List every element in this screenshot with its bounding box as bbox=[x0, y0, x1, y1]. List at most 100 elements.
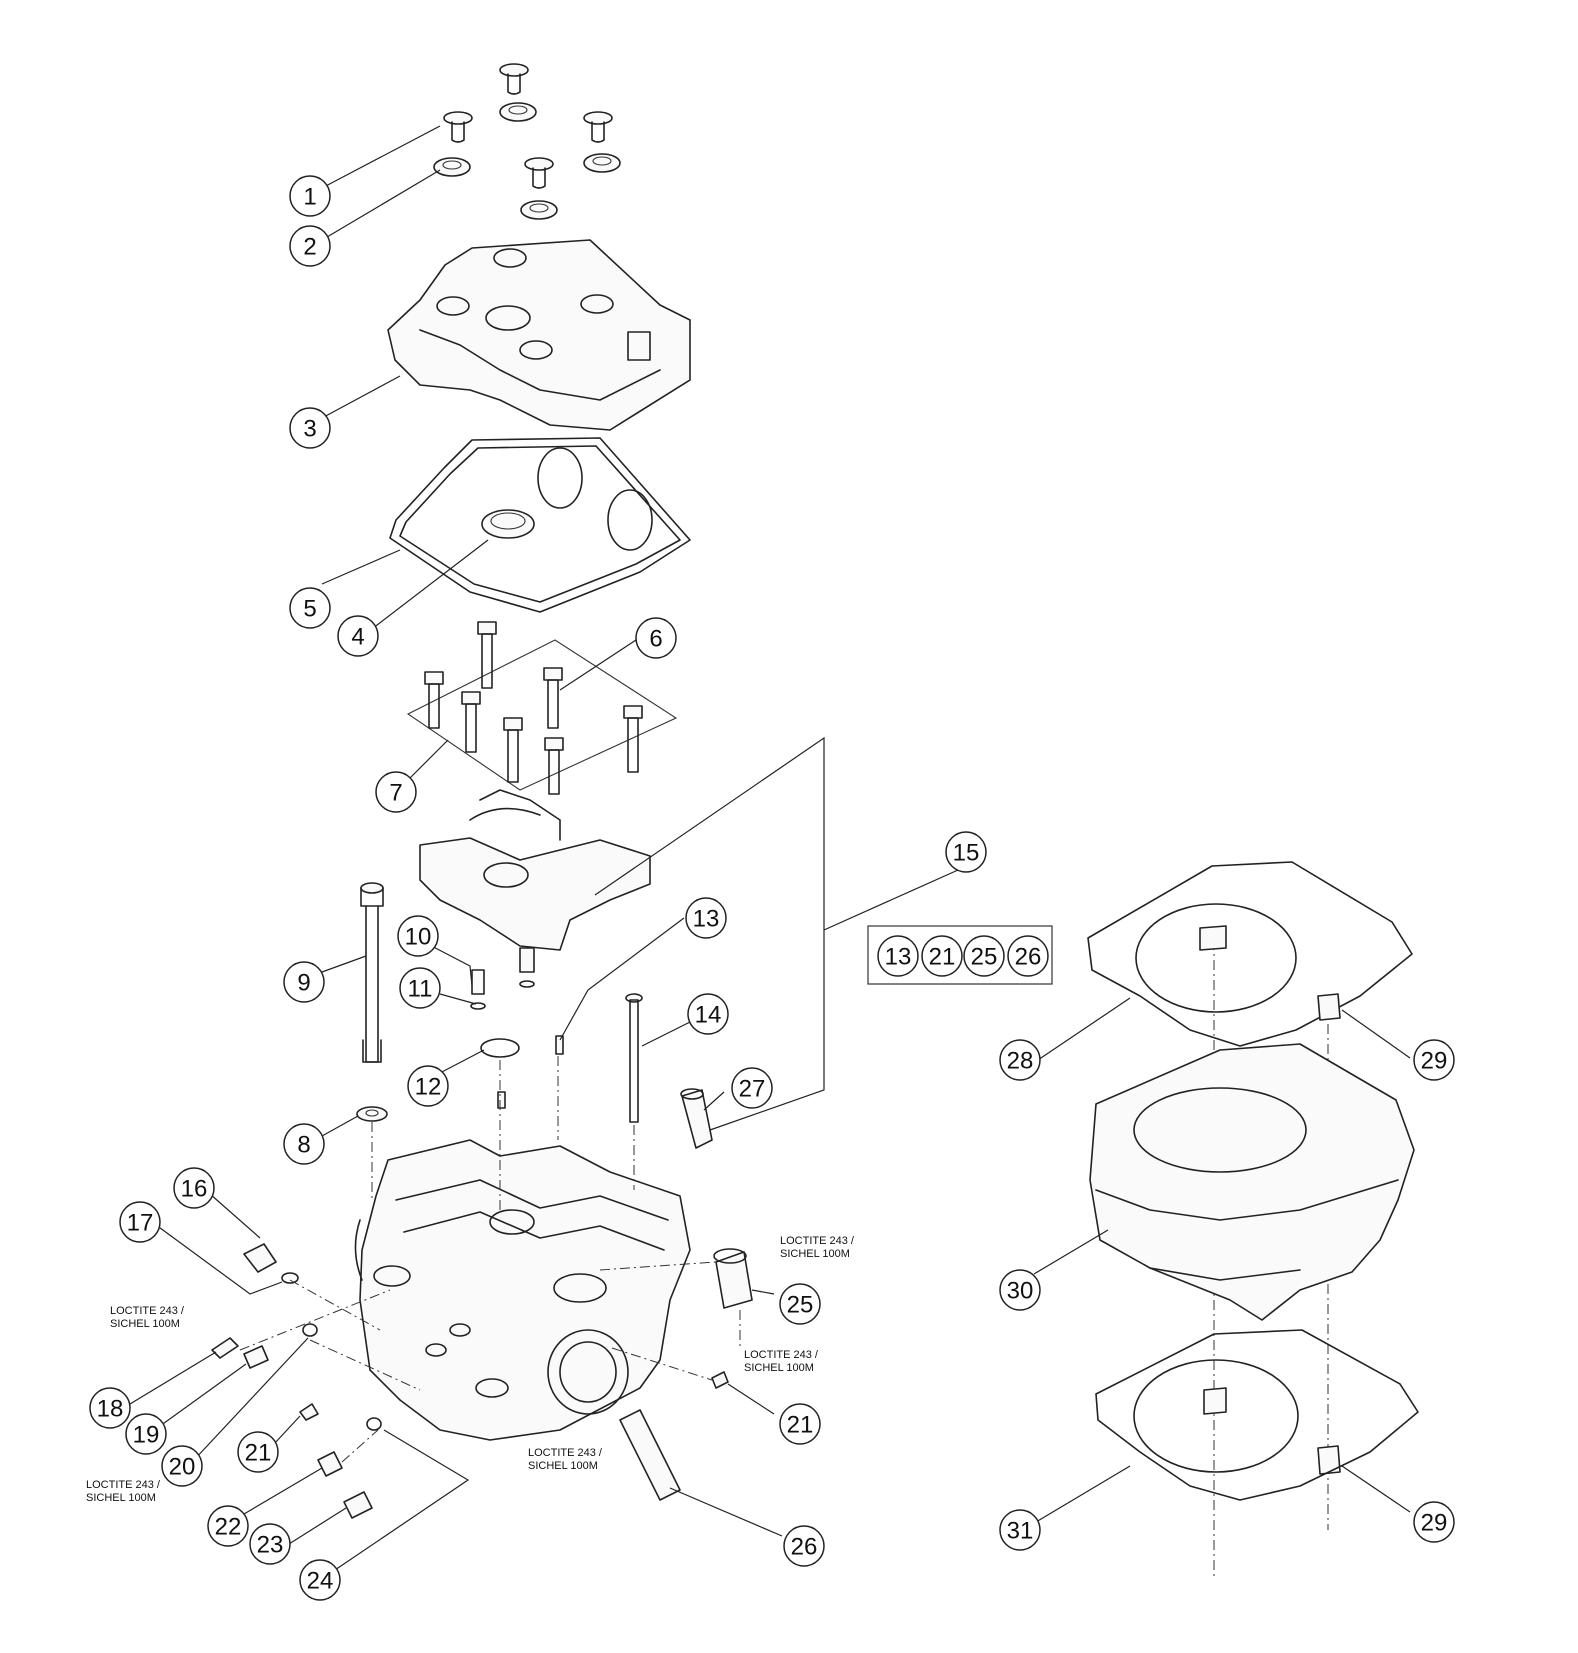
callout-15[interactable]: 15 bbox=[945, 831, 987, 873]
svg-text:LOCTITE 243 /: LOCTITE 243 / bbox=[528, 1447, 603, 1459]
sleeve bbox=[680, 1088, 713, 1149]
valve-cover bbox=[387, 239, 691, 431]
callout-26[interactable]: 26 bbox=[783, 1525, 825, 1567]
kit-item-3[interactable]: 25 bbox=[963, 935, 1005, 977]
svg-text:13: 13 bbox=[885, 944, 912, 971]
screw-washers bbox=[433, 102, 621, 220]
valve-cover-gasket bbox=[389, 437, 691, 613]
callout-4[interactable]: 4 bbox=[337, 615, 379, 657]
svg-text:21: 21 bbox=[787, 1412, 814, 1439]
svg-text:24: 24 bbox=[307, 1568, 334, 1595]
svg-text:27: 27 bbox=[739, 1076, 766, 1103]
callout-29-top[interactable]: 29 bbox=[1413, 1039, 1455, 1081]
callout-24[interactable]: 24 bbox=[299, 1559, 341, 1601]
threadlock-note-right-plug: LOCTITE 243 / SICHEL 100M bbox=[744, 1349, 819, 1374]
callout-16[interactable]: 16 bbox=[173, 1167, 215, 1209]
callout-22[interactable]: 22 bbox=[207, 1505, 249, 1547]
callout-12[interactable]: 12 bbox=[407, 1065, 449, 1107]
callout-30[interactable]: 30 bbox=[999, 1269, 1041, 1311]
threadlock-note-lower-left: LOCTITE 243 / SICHEL 100M bbox=[86, 1479, 161, 1504]
kit-item-2[interactable]: 21 bbox=[921, 935, 963, 977]
svg-text:SICHEL 100M: SICHEL 100M bbox=[86, 1492, 156, 1504]
svg-text:SICHEL 100M: SICHEL 100M bbox=[110, 1318, 180, 1330]
small-bolts bbox=[470, 947, 535, 1010]
callout-7[interactable]: 7 bbox=[375, 771, 417, 813]
callout-17[interactable]: 17 bbox=[119, 1201, 161, 1243]
callout-21-left[interactable]: 21 bbox=[237, 1431, 279, 1473]
leader-lines bbox=[129, 125, 1411, 1573]
callout-23[interactable]: 23 bbox=[249, 1523, 291, 1565]
svg-text:28: 28 bbox=[1007, 1048, 1034, 1075]
svg-text:7: 7 bbox=[389, 780, 402, 807]
callout-29-bottom[interactable]: 29 bbox=[1413, 1501, 1455, 1543]
svg-text:22: 22 bbox=[215, 1514, 242, 1541]
svg-text:11: 11 bbox=[408, 976, 433, 1003]
callout-20[interactable]: 20 bbox=[161, 1445, 203, 1487]
svg-text:17: 17 bbox=[127, 1210, 154, 1237]
cylinder-head bbox=[354, 1139, 691, 1441]
dowel-sleeves bbox=[1203, 993, 1341, 1475]
callout-31[interactable]: 31 bbox=[999, 1509, 1041, 1551]
svg-text:1: 1 bbox=[303, 184, 316, 211]
svg-text:5: 5 bbox=[303, 596, 316, 623]
svg-text:30: 30 bbox=[1007, 1278, 1034, 1305]
svg-text:12: 12 bbox=[415, 1074, 442, 1101]
callout-3[interactable]: 3 bbox=[289, 407, 331, 449]
threadlock-note-sleeve: LOCTITE 243 / SICHEL 100M bbox=[780, 1235, 855, 1260]
svg-text:31: 31 bbox=[1007, 1518, 1034, 1545]
svg-text:21: 21 bbox=[929, 944, 956, 971]
threadlock-note-upper-left: LOCTITE 243 / SICHEL 100M bbox=[110, 1305, 185, 1330]
svg-text:3: 3 bbox=[303, 416, 316, 443]
svg-text:18: 18 bbox=[97, 1396, 124, 1423]
svg-text:15: 15 bbox=[953, 840, 980, 867]
svg-text:21: 21 bbox=[245, 1440, 272, 1467]
callout-2[interactable]: 2 bbox=[289, 225, 331, 267]
callout-28[interactable]: 28 bbox=[999, 1039, 1041, 1081]
kit-bracket-lines bbox=[594, 736, 959, 1131]
svg-text:9: 9 bbox=[297, 970, 310, 997]
cylinder-head-gasket bbox=[1087, 861, 1413, 1047]
callout-19[interactable]: 19 bbox=[125, 1413, 167, 1455]
svg-text:26: 26 bbox=[1015, 944, 1042, 971]
threadlock-note-bottom: LOCTITE 243 / SICHEL 100M bbox=[528, 1447, 603, 1472]
o-ring bbox=[480, 1038, 520, 1058]
kit-item-1[interactable]: 13 bbox=[877, 935, 919, 977]
callout-9[interactable]: 9 bbox=[283, 961, 325, 1003]
callout-21-right[interactable]: 21 bbox=[779, 1403, 821, 1445]
callout-11[interactable]: 11 bbox=[399, 967, 441, 1009]
svg-text:SICHEL 100M: SICHEL 100M bbox=[528, 1460, 598, 1472]
svg-text:6: 6 bbox=[649, 626, 662, 653]
svg-text:SICHEL 100M: SICHEL 100M bbox=[744, 1362, 814, 1374]
svg-text:23: 23 bbox=[257, 1532, 284, 1559]
callout-8[interactable]: 8 bbox=[283, 1123, 325, 1165]
small-fittings bbox=[211, 1243, 753, 1519]
callout-6[interactable]: 6 bbox=[635, 617, 677, 659]
dowel-pins bbox=[497, 993, 643, 1123]
svg-text:14: 14 bbox=[695, 1002, 722, 1029]
camshaft-bridge bbox=[419, 789, 651, 951]
callout-25[interactable]: 25 bbox=[779, 1283, 821, 1325]
svg-text:25: 25 bbox=[787, 1292, 814, 1319]
callout-1[interactable]: 1 bbox=[289, 175, 331, 217]
callout-27[interactable]: 27 bbox=[731, 1067, 773, 1109]
svg-text:LOCTITE 243 /: LOCTITE 243 / bbox=[110, 1305, 185, 1317]
svg-text:26: 26 bbox=[791, 1534, 818, 1561]
callout-13[interactable]: 13 bbox=[685, 897, 727, 939]
valve-cover-screws bbox=[443, 63, 613, 189]
cylinder bbox=[1089, 1043, 1415, 1321]
callout-14[interactable]: 14 bbox=[687, 993, 729, 1035]
callout-10[interactable]: 10 bbox=[397, 915, 439, 957]
svg-text:20: 20 bbox=[169, 1454, 196, 1481]
svg-text:4: 4 bbox=[351, 624, 364, 651]
svg-text:10: 10 bbox=[405, 924, 432, 951]
kit-item-4[interactable]: 26 bbox=[1007, 935, 1049, 977]
cylinder-base-gasket bbox=[1095, 1329, 1419, 1501]
svg-text:13: 13 bbox=[693, 906, 720, 933]
callout-18[interactable]: 18 bbox=[89, 1387, 131, 1429]
svg-text:29: 29 bbox=[1421, 1510, 1448, 1537]
svg-text:LOCTITE 243 /: LOCTITE 243 / bbox=[780, 1235, 855, 1247]
cylinder-stud bbox=[356, 882, 388, 1122]
callout-5[interactable]: 5 bbox=[289, 587, 331, 629]
svg-text:19: 19 bbox=[133, 1422, 160, 1449]
